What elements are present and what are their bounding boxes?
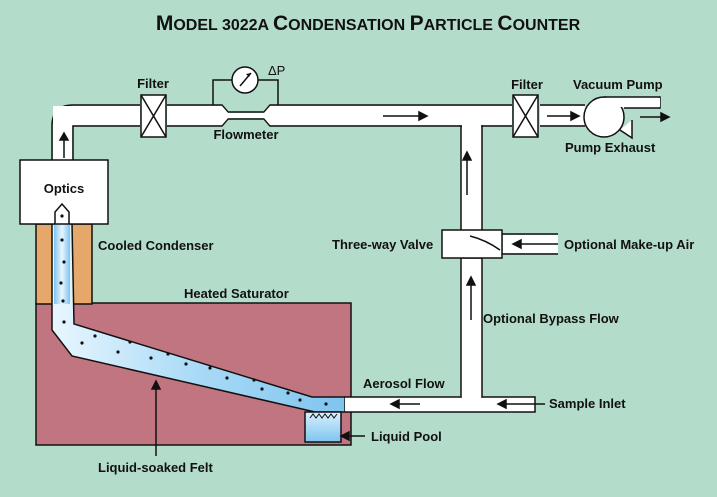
fm-fill-b bbox=[270, 106, 285, 125]
delta-p-label: ΔP bbox=[268, 63, 285, 78]
cooled-condenser-label: Cooled Condenser bbox=[98, 238, 214, 253]
valve-flap bbox=[469, 235, 501, 251]
heated-saturator-label: Heated Saturator bbox=[184, 286, 289, 301]
pump-exhaust-label: Pump Exhaust bbox=[565, 140, 656, 155]
flowmeter-restriction bbox=[206, 104, 285, 127]
vacuum-pump-label: Vacuum Pump bbox=[573, 77, 663, 92]
liquid-soaked-felt-label: Liquid-soaked Felt bbox=[98, 460, 214, 475]
flowmeter-taps bbox=[212, 79, 279, 105]
optics-label: Optics bbox=[44, 181, 84, 196]
page-title: MODEL 3022A CONDENSATION PARTICLE COUNTE… bbox=[156, 12, 581, 35]
liquid-pool-wicks bbox=[309, 413, 338, 419]
pipe-fill-f bbox=[462, 124, 481, 130]
pipe-fill-c bbox=[53, 106, 73, 125]
flow-arrows bbox=[58, 110, 671, 456]
fm-fill-a bbox=[206, 106, 222, 125]
filter-left-label: Filter bbox=[137, 76, 169, 91]
pipe-fill-d bbox=[167, 106, 206, 125]
optics-particle bbox=[60, 214, 64, 218]
three-way-valve bbox=[441, 229, 503, 259]
optics-box bbox=[19, 159, 109, 225]
pipe-fill-b bbox=[53, 124, 72, 160]
pipe-joint-fill bbox=[462, 395, 481, 399]
makeup-air-pipe bbox=[502, 233, 558, 255]
three-way-valve-label: Three-way Valve bbox=[332, 237, 433, 252]
filter-right-label: Filter bbox=[511, 77, 543, 92]
vacuum-pump-icon bbox=[583, 96, 661, 140]
sample-inlet-label: Sample Inlet bbox=[549, 396, 626, 411]
pipe-fill-a bbox=[53, 106, 140, 125]
optional-bypass-flow-label: Optional Bypass Flow bbox=[483, 311, 620, 326]
optional-makeup-air-label: Optional Make-up Air bbox=[564, 237, 694, 252]
optics-nozzle bbox=[54, 202, 70, 224]
liquid-pool-label: Liquid Pool bbox=[371, 429, 442, 444]
right-filter-icon bbox=[512, 94, 539, 138]
flowmeter-label: Flowmeter bbox=[213, 127, 278, 142]
left-filter-icon bbox=[140, 94, 167, 138]
fm-fill-c bbox=[228, 113, 264, 118]
gauge-needle-tip bbox=[246, 73, 251, 77]
condenser-channel bbox=[54, 224, 70, 304]
aerosol-flow-label: Aerosol Flow bbox=[363, 376, 446, 391]
valve-riser-pipe bbox=[460, 125, 483, 230]
